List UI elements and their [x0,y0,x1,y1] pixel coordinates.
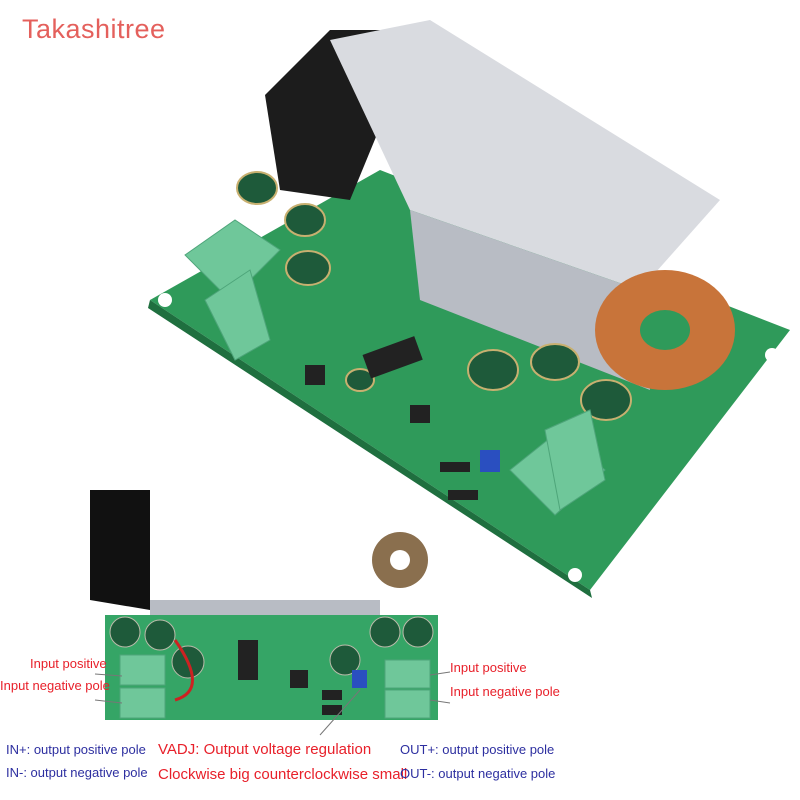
in-minus-note: IN-: output negative pole [6,765,148,780]
fan [90,490,150,610]
in-plus-note: IN+: output positive pole [6,742,146,757]
left-input-positive-label: Input positive [30,656,107,671]
out-minus-note: OUT-: output negative pole [400,766,556,781]
vadj-note: VADJ: Output voltage regulation [158,741,372,758]
right-input-positive-label: Input positive [450,660,527,675]
bottom-board [90,490,451,736]
watermark: Takashitree [22,14,166,44]
right-input-negative-label: Input negative pole [450,684,560,699]
out-plus-note: OUT+: output positive pole [400,742,555,757]
top-board [148,20,790,598]
clockwise-note: Clockwise big counterclockwise small [158,766,408,783]
left-input-negative-label: Input negative pole [0,678,110,693]
heatsink [330,20,720,290]
